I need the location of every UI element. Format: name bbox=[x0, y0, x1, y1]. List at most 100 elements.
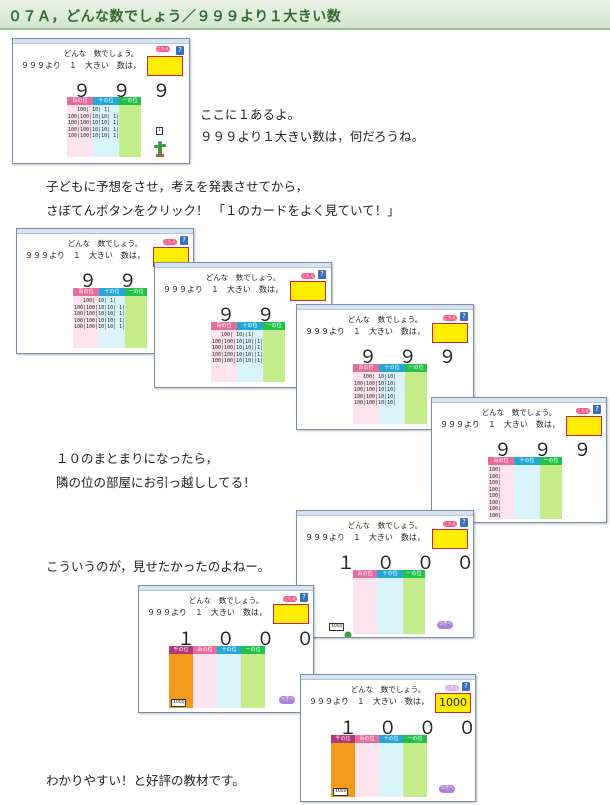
app-screenshot-5: ? どんな 数でしょう。 ９９９より １ 大きい 数は， こたえ ９ ９ ９ 百… bbox=[431, 397, 607, 523]
help-icon[interactable]: ? bbox=[300, 593, 308, 602]
answer-box bbox=[290, 281, 326, 301]
col-tens bbox=[237, 330, 263, 382]
thousand-card[interactable]: 1000 bbox=[329, 623, 345, 631]
col-header-tens: 十の位 bbox=[377, 570, 403, 578]
col-hundreds bbox=[353, 372, 379, 424]
thousand-card[interactable]: 1000 bbox=[333, 788, 349, 796]
caption-7: こういうのが，見せたかったのよねー。 bbox=[46, 559, 271, 574]
col-tens bbox=[93, 105, 119, 157]
col-header-tens: 十の位 bbox=[93, 97, 119, 105]
col-header-tens: 十の位 bbox=[217, 646, 241, 654]
question-text: どんな 数でしょう。 bbox=[350, 685, 426, 694]
answer-box bbox=[432, 323, 468, 343]
window-titlebar bbox=[17, 229, 193, 234]
col-header-ones: 一の位 bbox=[125, 288, 147, 296]
help-icon[interactable]: ? bbox=[593, 405, 601, 414]
col-ones bbox=[241, 654, 265, 708]
next-button[interactable]: つぎへ bbox=[439, 785, 455, 793]
col-header-hundreds: 百の位 bbox=[73, 288, 99, 296]
app-screenshot-7: ? どんな 数でしょう。 ９９９より １ 大きい 数は， こたえ １ ０ ０ ０… bbox=[138, 585, 314, 713]
big-number: １ ０ ０ ０ bbox=[337, 553, 474, 574]
col-header-ones: 一の位 bbox=[403, 570, 425, 578]
big-number: ９ ９ ９ bbox=[217, 305, 323, 326]
col-tens bbox=[377, 578, 403, 634]
app-screenshot-1: ? どんな 数でしょう。 ９９９より １ 大きい 数は， こたえ ９ ９ ９ 百… bbox=[12, 38, 190, 164]
place-value-cards: 100| 10| 1|100|100|10|10| 1|100|100|10|1… bbox=[68, 107, 120, 139]
prompt-text: ９９９より １ 大きい 数は， bbox=[163, 285, 283, 294]
window-titlebar bbox=[432, 398, 606, 403]
col-header-tens: 十の位 bbox=[379, 735, 403, 743]
col-header-hundreds: 百の位 bbox=[355, 735, 379, 743]
col-ones bbox=[119, 105, 141, 157]
col-header-hundreds: 百の位 bbox=[211, 322, 237, 330]
page-title: ０７Ａ，どんな数でしょう／９９９より１大きい数 bbox=[8, 9, 342, 25]
window-titlebar bbox=[297, 305, 473, 310]
title-banner: ０７Ａ，どんな数でしょう／９９９より１大きい数 bbox=[0, 0, 610, 30]
col-hundreds bbox=[73, 296, 99, 348]
col-header-ones: 一の位 bbox=[405, 364, 427, 372]
thousand-card[interactable]: 1000 bbox=[171, 699, 187, 707]
prompt-text: ９９９より １ 大きい 数は， bbox=[309, 697, 429, 706]
question-text: どんな 数でしょう。 bbox=[347, 315, 423, 324]
help-icon[interactable]: ? bbox=[176, 46, 184, 55]
caption-5: １０のまとまりになったら， bbox=[56, 451, 219, 466]
app-screenshot-8: ? どんな 数でしょう。 ９９９より １ 大きい 数は， こたえ 1000 １ … bbox=[300, 674, 476, 802]
answer-pill[interactable]: こたえ bbox=[163, 239, 177, 245]
col-ones bbox=[125, 296, 147, 348]
window-titlebar bbox=[301, 675, 475, 680]
window-titlebar bbox=[155, 263, 331, 268]
big-number: ９ ９ ９ bbox=[494, 440, 600, 461]
answer-box bbox=[432, 529, 468, 549]
answer-pill[interactable]: こたえ bbox=[445, 685, 459, 691]
question-text: どんな 数でしょう。 bbox=[63, 49, 139, 58]
col-hundreds bbox=[353, 578, 377, 634]
col-header-hundreds: 百の位 bbox=[67, 97, 93, 105]
help-icon[interactable]: ? bbox=[460, 518, 468, 527]
col-ones bbox=[403, 578, 425, 634]
big-number: ９ ９ ９ bbox=[359, 347, 465, 368]
prompt-text: ９９９より １ 大きい 数は， bbox=[305, 327, 425, 336]
col-tens bbox=[379, 743, 403, 797]
col-header-ones: 一の位 bbox=[540, 457, 562, 465]
next-button[interactable]: つぎへ bbox=[437, 621, 453, 629]
prompt-text: ９９９より １ 大きい 数は， bbox=[440, 420, 560, 429]
answer-pill[interactable]: こたえ bbox=[576, 408, 590, 414]
col-tens bbox=[217, 654, 241, 708]
cactus-icon[interactable] bbox=[153, 139, 167, 157]
help-icon[interactable]: ? bbox=[462, 682, 470, 691]
answer-box: 1000 bbox=[435, 693, 471, 713]
place-value-cards: 100| 10||1|100|100|10|10||1|100|100|10|1… bbox=[212, 332, 264, 364]
next-button[interactable]: つぎへ bbox=[279, 696, 295, 704]
answer-pill[interactable]: こたえ bbox=[283, 596, 297, 602]
prompt-text: ９９９より １ 大きい 数は， bbox=[305, 533, 425, 542]
place-value-cards: 100| 10| 1|100|100|10|10| 1|100|100|10|1… bbox=[74, 298, 126, 330]
col-header-ones: 一の位 bbox=[403, 735, 427, 743]
answer-pill[interactable]: こたえ bbox=[301, 273, 315, 279]
col-tens bbox=[379, 372, 405, 424]
caption-6: 隣の位の部屋にお引っ越ししてる！ bbox=[56, 475, 256, 490]
help-icon[interactable]: ? bbox=[180, 236, 188, 245]
col-ones bbox=[540, 465, 562, 519]
answer-pill[interactable]: こたえ bbox=[443, 315, 457, 321]
col-header-hundreds: 百の位 bbox=[488, 457, 514, 465]
caption-3: 子どもに予想をさせ，考えを発表させてから， bbox=[46, 179, 309, 194]
answer-pill[interactable]: こたえ bbox=[443, 521, 457, 527]
col-header-thousands: 千の位 bbox=[169, 646, 193, 654]
app-screenshot-6: ? どんな 数でしょう。 ９９９より １ 大きい 数は， こたえ １ ０ ０ ０… bbox=[296, 510, 474, 638]
app-screenshot-3: ? どんな 数でしょう。 ９９９より １ 大きい 数は， こたえ ９ ９ ９ 百… bbox=[154, 262, 332, 388]
question-text: どんな 数でしょう。 bbox=[67, 239, 143, 248]
answer-pill[interactable]: こたえ bbox=[156, 46, 170, 52]
help-icon[interactable]: ? bbox=[318, 270, 326, 279]
col-header-tens: 十の位 bbox=[99, 288, 125, 296]
question-text: どんな 数でしょう。 bbox=[205, 273, 281, 282]
help-icon[interactable]: ? bbox=[460, 312, 468, 321]
cactus-icon[interactable] bbox=[344, 624, 352, 637]
prompt-text: ９９９より １ 大きい 数は， bbox=[21, 61, 141, 70]
col-header-thousands: 千の位 bbox=[331, 735, 355, 743]
col-ones bbox=[405, 372, 427, 424]
col-header-tens: 十の位 bbox=[379, 364, 405, 372]
one-card[interactable]: 1 bbox=[156, 127, 163, 135]
question-text: どんな 数でしょう。 bbox=[188, 596, 264, 605]
place-value-cards: 100| 10|10|100|100|10|10|100|100|10|10|1… bbox=[354, 374, 397, 406]
answer-box bbox=[147, 56, 183, 76]
